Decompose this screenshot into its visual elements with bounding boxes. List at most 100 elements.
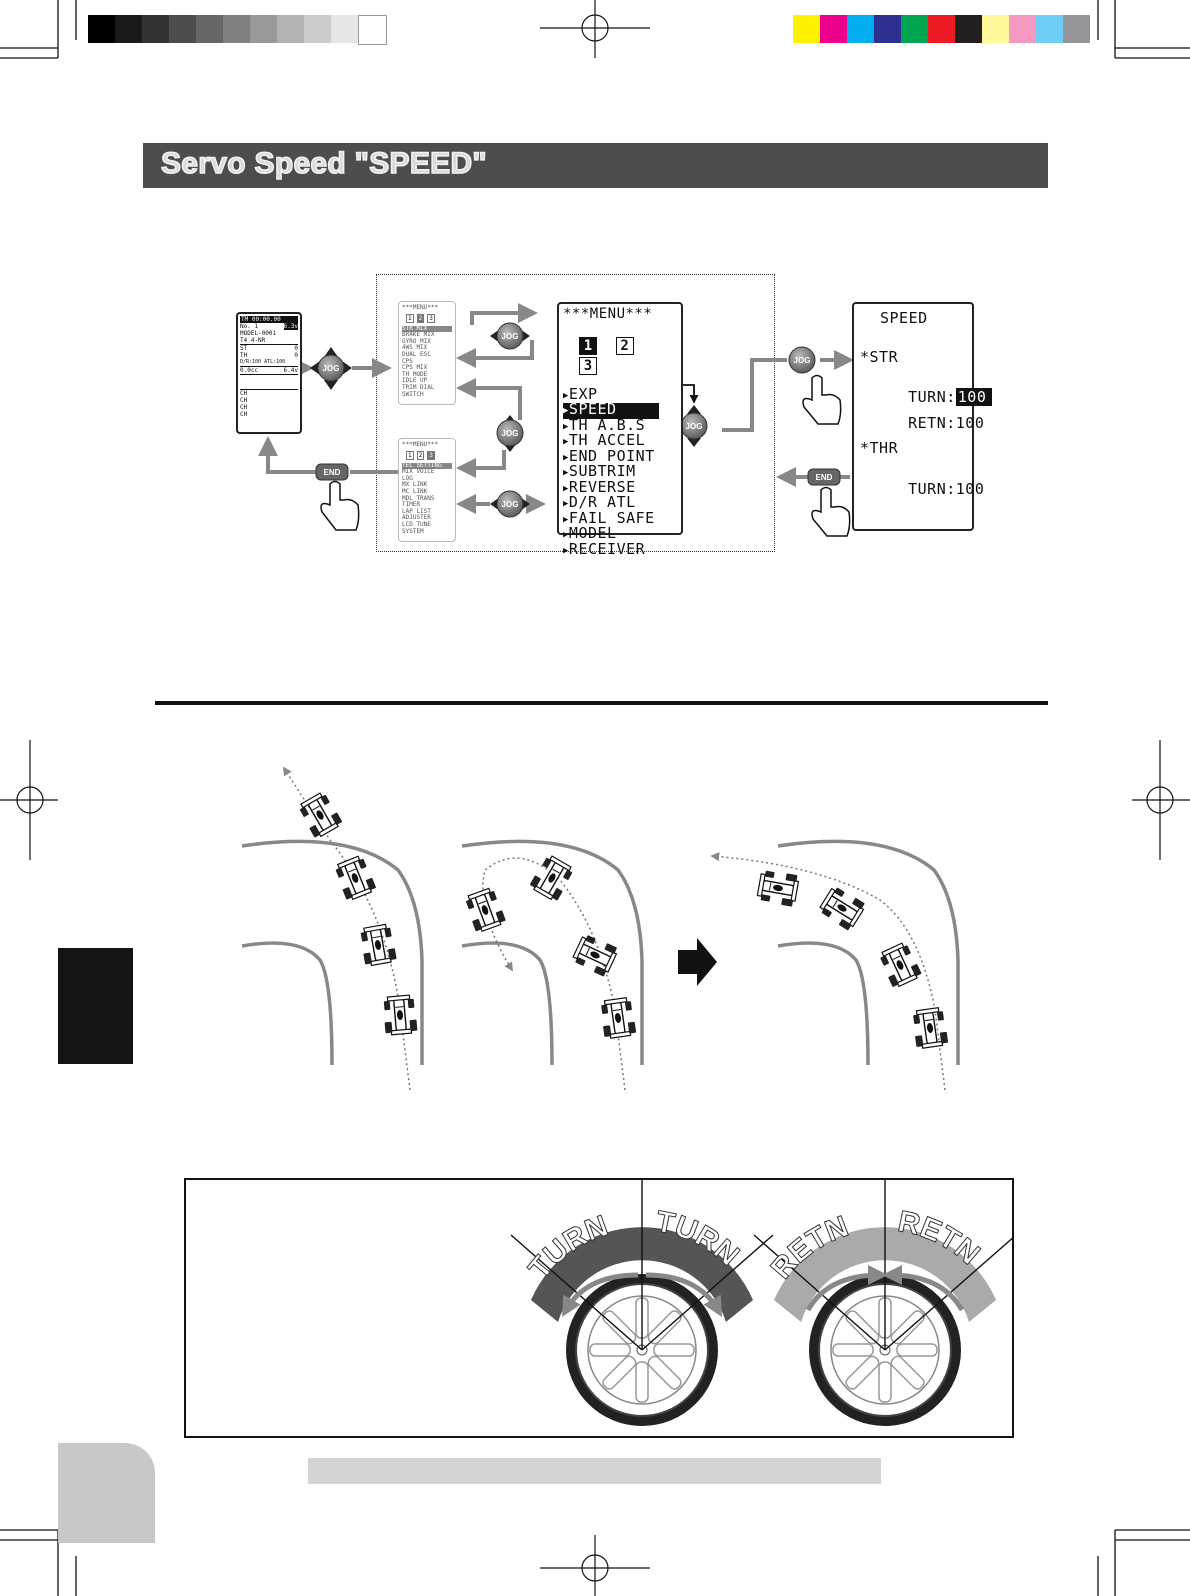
menu-arrow-icon: ▶ [563, 468, 569, 478]
gray-swatch [196, 15, 223, 43]
menu-page1-tab: 3 [427, 313, 435, 323]
menu-thumb-item: GYRO MIX [402, 337, 431, 345]
jog-button-home[interactable]: JOG [310, 347, 352, 390]
color-swatch [901, 15, 928, 43]
main-menu-item[interactable]: ▶TH A.B.S [563, 415, 677, 435]
menu-arrow-icon: ▶ [563, 406, 569, 416]
chapter-side-tab [58, 948, 133, 1064]
home-tx-info: T4 4-NR [240, 337, 266, 344]
menu-thumb-item: 4WS MIX [402, 344, 428, 352]
svg-text:JOG: JOG [323, 364, 340, 373]
main-menu-item[interactable]: ▶FAIL SAFE [563, 510, 677, 528]
speed-str-retn-label: RETN: [908, 413, 956, 432]
home-ch-row: CH [240, 411, 248, 418]
menu-arrow-icon: ▶ [563, 483, 569, 494]
page-number-tab [58, 1443, 155, 1543]
menu-arrow-icon: ▶ [563, 437, 569, 447]
home-batt-left: 0.0cc [240, 367, 259, 374]
main-menu-item[interactable]: ▶RECEIVER [563, 541, 677, 559]
jog-button-select[interactable]: JOG [680, 405, 708, 447]
home-batt-right: 6.4v [283, 367, 298, 374]
section-title-bar: Servo Speed "SPEED" [143, 143, 1048, 188]
menu-area-frame [376, 274, 775, 552]
home-th-label: TH [240, 352, 248, 359]
main-menu-title: ***MENU*** [563, 306, 653, 322]
color-swatch [793, 15, 820, 43]
color-swatch [820, 15, 847, 43]
jog-button-menu-mid[interactable]: JOG [496, 415, 524, 452]
home-model-name: MODEL-0001 [240, 330, 277, 337]
home-ch-row: CH [240, 389, 298, 397]
speed-str-turn-value[interactable]: 100 [955, 387, 993, 406]
menu-thumb-item: IDLE UP [402, 377, 428, 385]
main-menu-tab-3[interactable]: 3 [579, 356, 597, 375]
gray-swatch [142, 15, 169, 43]
gray-swatch [331, 15, 358, 43]
jog-button-enter[interactable]: JOG [788, 346, 816, 374]
gray-swatch [223, 15, 250, 43]
car-cornering-illustration [241, 766, 960, 1091]
menu-arrow-icon: ▶ [563, 421, 569, 432]
svg-text:JOG: JOG [686, 422, 703, 431]
main-menu-item[interactable]: ▶END POINT [563, 448, 677, 466]
main-menu-item[interactable]: ▶TH ACCEL [563, 433, 677, 450]
color-swatch [1009, 15, 1036, 43]
main-menu-tab-1[interactable]: 1 [579, 336, 597, 355]
menu-page1-tab: 2 [416, 313, 425, 323]
main-menu-list: ▶EXP▶SPEED▶TH A.B.S▶TH ACCEL▶END POINT▶S… [563, 386, 677, 559]
main-menu-item-label: TH A.B.S [568, 415, 646, 434]
end-button-right[interactable]: END [807, 468, 841, 486]
main-menu-item[interactable]: ▶MODEL [563, 526, 677, 543]
main-menu-item[interactable]: ▶SPEED [563, 400, 659, 419]
home-ch-row: CH [240, 404, 248, 411]
home-st-value: 0 [294, 345, 298, 352]
home-ch-row: CH [240, 397, 248, 404]
main-menu-item[interactable]: ▶EXP [563, 386, 677, 404]
main-menu-tab-2[interactable]: 2 [615, 336, 634, 355]
menu-thumb-item: STR MIX [402, 325, 452, 333]
section-divider [155, 701, 1048, 705]
menu-arrow-icon: ▶ [563, 452, 569, 463]
gray-swatch [277, 15, 304, 43]
menu-page1-title: ***MENU*** [402, 304, 439, 311]
menu-page3-tab: 1 [406, 450, 414, 460]
svg-text:JOG: JOG [502, 332, 519, 341]
menu-thumb-item: MC LINK [402, 487, 428, 495]
main-menu-item[interactable]: ▶REVERSE [563, 477, 677, 497]
menu-thumb-item: DUAL ESC [402, 350, 431, 358]
home-dr-atl: D/R:100 ATL:100 [240, 359, 286, 365]
main-menu-item-label: SPEED [568, 400, 617, 418]
speed-thr-turn-value[interactable]: 100 [955, 479, 985, 498]
main-menu-item[interactable]: ▶SUBTRIM [563, 464, 677, 481]
home-voltage-top: 6.3v [283, 323, 298, 330]
speed-str-turn-label: TURN: [908, 387, 956, 406]
main-menu-item[interactable]: ▶D/R ATL [563, 493, 677, 512]
speed-thr-header: *THR [860, 439, 899, 457]
menu-arrow-icon: ▶ [563, 499, 569, 509]
footer-bar [308, 1458, 881, 1484]
jog-button-menu-top[interactable]: JOG [490, 322, 530, 350]
menu-thumb-item: BRAKE MIX [402, 331, 435, 339]
gray-swatch [250, 15, 277, 43]
menu-arrow-icon: ▶ [563, 545, 569, 556]
finger-icon [320, 374, 851, 537]
speed-title: SPEED [880, 309, 928, 327]
color-swatch [955, 15, 982, 43]
speed-thr-turn-label: TURN: [908, 479, 956, 498]
menu-arrow-icon: ▶ [563, 390, 569, 401]
jog-button-menu-bottom[interactable]: JOG [490, 490, 530, 518]
end-button-left[interactable]: END [315, 463, 349, 481]
menu-page3-tab: 3 [427, 450, 435, 460]
menu-thumb-item: MX LINK [402, 481, 428, 489]
speed-str-retn-value[interactable]: 100 [955, 413, 985, 432]
gray-swatch [304, 15, 331, 43]
main-menu-item-label: D/R ATL [568, 493, 636, 511]
color-swatch [1063, 15, 1090, 43]
main-menu-item-label: REVERSE [568, 477, 636, 496]
color-swatch [1036, 15, 1063, 43]
